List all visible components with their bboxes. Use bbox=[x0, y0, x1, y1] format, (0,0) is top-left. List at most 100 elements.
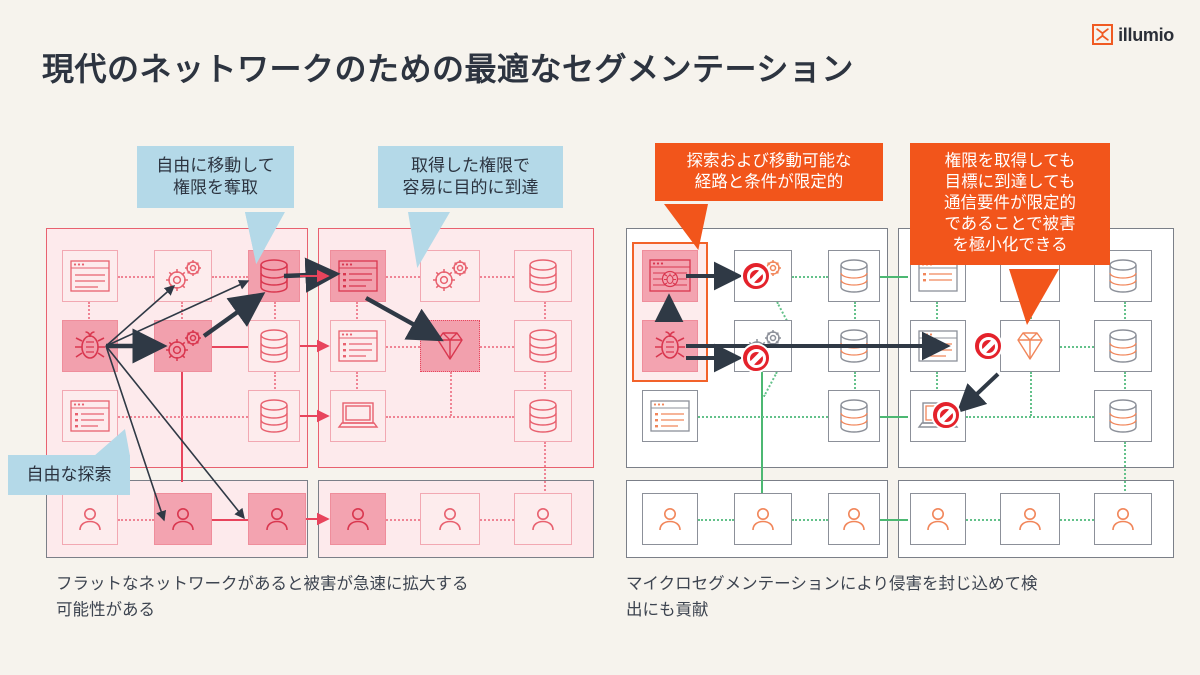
no-entry-icon bbox=[973, 331, 1003, 361]
database-icon bbox=[260, 329, 288, 363]
bug-icon bbox=[655, 331, 685, 359]
cell-browser-window[interactable] bbox=[62, 250, 118, 302]
connector bbox=[181, 372, 183, 482]
cell-database[interactable] bbox=[1094, 390, 1152, 442]
connector bbox=[386, 346, 420, 348]
cell-user[interactable] bbox=[1094, 493, 1152, 545]
callout-line: を極小化できる bbox=[952, 236, 1068, 255]
cell-gears-compromised[interactable] bbox=[154, 320, 212, 372]
user-icon bbox=[1112, 508, 1134, 531]
cell-user-compromised[interactable] bbox=[330, 493, 386, 545]
browser-list-icon bbox=[338, 260, 378, 292]
cell-browser-list[interactable] bbox=[642, 390, 698, 442]
connector bbox=[698, 519, 734, 521]
cell-gears[interactable] bbox=[420, 250, 480, 302]
caption-microsegmentation: マイクロセグメンテーションにより侵害を封じ込めて検 出にも貢献 bbox=[626, 572, 1146, 623]
gears-icon bbox=[166, 330, 201, 361]
diamond-icon bbox=[437, 332, 463, 360]
connector bbox=[1124, 442, 1126, 506]
cell-database[interactable] bbox=[248, 390, 300, 442]
connector bbox=[386, 416, 514, 418]
connector bbox=[212, 276, 248, 278]
connector bbox=[966, 416, 1094, 418]
user-icon bbox=[172, 508, 194, 531]
user-icon bbox=[843, 508, 865, 531]
cell-bug-attacker[interactable] bbox=[642, 320, 698, 372]
cell-user-compromised[interactable] bbox=[248, 493, 306, 545]
illumio-x-mark-icon bbox=[1092, 24, 1114, 45]
connector bbox=[480, 519, 514, 521]
cell-user[interactable] bbox=[642, 493, 698, 545]
cell-database[interactable] bbox=[514, 390, 572, 442]
callout-line: であることで被害 bbox=[944, 215, 1076, 234]
cell-user[interactable] bbox=[734, 493, 792, 545]
cell-infected-browser[interactable] bbox=[642, 250, 698, 302]
connector bbox=[118, 519, 154, 521]
callout-line: 経路と条件が限定的 bbox=[694, 173, 844, 192]
cell-user[interactable] bbox=[1000, 493, 1060, 545]
cell-browser-list-compromised[interactable] bbox=[330, 250, 386, 302]
cell-diamond-crown-jewel[interactable] bbox=[1000, 320, 1060, 372]
cell-user[interactable] bbox=[62, 493, 118, 545]
database-icon bbox=[260, 399, 288, 433]
caption-line: 可能性がある bbox=[56, 600, 155, 619]
user-icon bbox=[347, 508, 369, 531]
connector bbox=[698, 416, 828, 418]
cell-user-compromised[interactable] bbox=[154, 493, 212, 545]
cell-user[interactable] bbox=[420, 493, 480, 545]
no-entry-icon bbox=[931, 400, 961, 430]
illumio-logo-text: illumio bbox=[1118, 24, 1174, 45]
cell-user[interactable] bbox=[514, 493, 572, 545]
database-icon bbox=[529, 399, 557, 433]
diamond-icon bbox=[1017, 332, 1043, 360]
database-icon bbox=[1109, 259, 1137, 293]
cell-browser-list[interactable] bbox=[910, 320, 966, 372]
database-icon bbox=[1109, 329, 1137, 363]
connector bbox=[480, 276, 514, 278]
cell-database[interactable] bbox=[828, 250, 880, 302]
cell-diamond-crown-jewel[interactable] bbox=[420, 320, 480, 372]
cell-laptop[interactable] bbox=[330, 390, 386, 442]
connector bbox=[792, 519, 828, 521]
connector bbox=[966, 519, 1000, 521]
cell-database[interactable] bbox=[828, 320, 880, 372]
cell-browser-list[interactable] bbox=[62, 390, 118, 442]
connector bbox=[212, 519, 248, 521]
cell-database[interactable] bbox=[828, 390, 880, 442]
gears-icon bbox=[433, 260, 468, 291]
no-entry-icon bbox=[741, 261, 771, 291]
cell-user[interactable] bbox=[910, 493, 966, 545]
cell-database[interactable] bbox=[248, 320, 300, 372]
no-entry-icon bbox=[741, 343, 771, 373]
callout-reach-target-easily: 取得した権限で 容易に目的に到達 bbox=[378, 146, 563, 268]
connector bbox=[761, 372, 763, 509]
page-title: 現代のネットワークのための最適なセグメンテーション bbox=[42, 51, 854, 87]
connector bbox=[1060, 519, 1094, 521]
user-icon bbox=[439, 508, 461, 531]
connector bbox=[212, 346, 248, 348]
laptop-icon bbox=[337, 402, 379, 428]
infected-browser-icon bbox=[649, 259, 691, 292]
browser-list-icon bbox=[650, 400, 690, 432]
callout-limited-paths: 探索および移動可能な 経路と条件が限定的 bbox=[655, 143, 883, 250]
connector bbox=[880, 416, 908, 418]
database-icon bbox=[840, 399, 868, 433]
cell-database[interactable] bbox=[1094, 320, 1152, 372]
callout-free-lateral-movement: 自由に移動して 権限を奪取 bbox=[137, 146, 294, 264]
callout-line: 権限を取得しても bbox=[944, 152, 1076, 170]
connector bbox=[386, 519, 420, 521]
browser-list-icon bbox=[918, 330, 958, 362]
cell-gears[interactable] bbox=[154, 250, 212, 302]
connector bbox=[450, 372, 452, 416]
user-icon bbox=[927, 508, 949, 531]
cell-bug-attacker[interactable] bbox=[62, 320, 118, 372]
cell-user[interactable] bbox=[828, 493, 880, 545]
microsegmentation-diagram bbox=[626, 228, 1174, 558]
user-icon bbox=[266, 508, 288, 531]
cell-database[interactable] bbox=[514, 320, 572, 372]
cell-browser-list[interactable] bbox=[330, 320, 386, 372]
caption-line: マイクロセグメンテーションにより侵害を封じ込めて検 bbox=[626, 575, 1038, 593]
cell-database[interactable] bbox=[514, 250, 572, 302]
callout-line: 取得した権限で bbox=[411, 156, 530, 175]
